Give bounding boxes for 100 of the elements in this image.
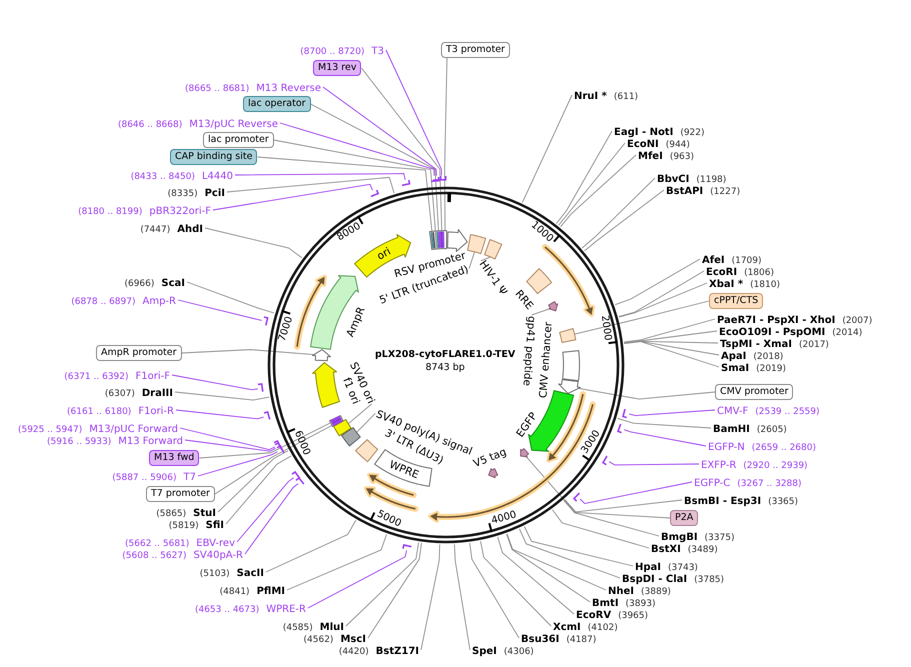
leader-line — [286, 534, 388, 590]
feature-label: V5 tag — [472, 446, 508, 470]
leader-line — [244, 483, 299, 554]
leader-line — [522, 94, 572, 203]
leader-line — [234, 173, 406, 180]
directional-feature — [312, 362, 340, 408]
leader-line — [218, 450, 289, 512]
feature-tag: lac promoter — [203, 132, 274, 148]
leader-line — [480, 256, 491, 262]
directional-feature — [558, 378, 581, 394]
leader-line — [308, 550, 408, 608]
restriction-site-label: XbaI * (1810) — [707, 276, 782, 290]
feature-tag: CAP binding site — [170, 149, 258, 165]
scale-label: 4000 — [490, 510, 518, 527]
restriction-site-label: EcoRI (1806) — [704, 264, 776, 278]
feature-tag: cPPT/CTS — [709, 293, 764, 309]
primer-mark — [436, 175, 446, 182]
feature-tag: T7 promoter — [146, 486, 215, 502]
restriction-site-label: (4585) MluI — [280, 618, 346, 634]
leader-line — [519, 528, 620, 578]
leader-line — [624, 340, 718, 344]
restriction-site-label: BamHI (2605) — [711, 420, 789, 436]
feature-box — [562, 350, 580, 382]
restriction-site-label: EcoRV (3965) — [574, 606, 650, 622]
primer-label: EGFP-N (2659 .. 2680) — [706, 438, 818, 454]
primer-label: (5608 .. 5627) SV40pA-R — [120, 546, 245, 562]
leader-line — [506, 534, 590, 602]
restriction-site-label: Bsu36I (4187) — [519, 630, 598, 646]
leader-line — [564, 499, 682, 512]
primer-label: EXFP-R (2920 .. 2939) — [699, 456, 810, 472]
leader-line — [624, 429, 706, 446]
leader-line — [526, 456, 670, 518]
leader-line — [624, 330, 718, 344]
leader-line — [582, 178, 656, 248]
restriction-site-label: NruI * (611) — [572, 88, 640, 102]
leader-line — [266, 520, 356, 572]
leader-line — [624, 318, 716, 342]
leader-line — [204, 228, 302, 258]
feature-box — [484, 239, 503, 260]
feature-box — [467, 234, 487, 254]
leader-line — [178, 300, 262, 321]
leader-line — [614, 258, 700, 306]
primer-mark — [572, 492, 580, 502]
feature-box — [340, 427, 361, 447]
feature-tag: lac operator — [243, 96, 311, 112]
leader-line — [618, 282, 708, 318]
primer-label: (5916 .. 5933) M13 Forward — [44, 432, 185, 448]
primer-label: (6161 .. 6180) F1ori-R — [65, 402, 176, 418]
primer-mark — [602, 454, 608, 466]
leader-line — [356, 412, 376, 433]
leader-line — [310, 104, 439, 232]
primer-mark — [430, 176, 440, 182]
feature-tag: AmpR promoter — [96, 345, 182, 361]
primer-mark — [291, 470, 301, 479]
leader-line — [468, 252, 475, 270]
leader-line — [552, 509, 650, 548]
feature-box — [354, 439, 378, 463]
leader-line — [172, 374, 258, 390]
primer-mark — [276, 445, 284, 454]
leader-line — [273, 140, 436, 232]
leader-line — [226, 176, 395, 194]
leader-line — [198, 451, 278, 476]
primer-mark — [402, 544, 412, 550]
leader-line — [444, 58, 448, 231]
primer-label: (6878 .. 6897) Amp-R — [69, 292, 178, 308]
feature-label: gp41 peptide — [520, 316, 538, 386]
primer-label: (6371 .. 6392) F1ori-F — [62, 368, 172, 382]
primer-mark — [617, 423, 623, 434]
directional-feature — [488, 468, 498, 478]
primer-mark — [257, 383, 264, 394]
primer-mark — [432, 175, 442, 182]
restriction-site-label: (5103) SacII — [198, 564, 266, 580]
feature-box — [558, 328, 576, 344]
leader-line — [346, 542, 420, 626]
feature-stripes — [328, 414, 344, 427]
scale-label: 7000 — [276, 315, 296, 343]
leader-line — [236, 477, 294, 542]
leader-line — [348, 403, 372, 424]
feature-label: CMV enhancer — [537, 322, 555, 398]
restriction-site-label: BstAPI (1227) — [664, 182, 742, 198]
leader-line — [361, 68, 442, 232]
restriction-site-label: (6966) ScaI — [122, 274, 187, 290]
leader-line — [616, 418, 712, 428]
leader-line — [608, 461, 700, 466]
leader-line — [198, 422, 331, 458]
leader-line — [524, 526, 634, 566]
plasmid-map — [266, 185, 626, 545]
plasmid-size: 8743 bp — [426, 362, 465, 374]
feature-tag: M13 fwd — [149, 450, 200, 466]
primer-label: (8665 .. 8681) M13 Reverse — [182, 80, 323, 94]
leader-line — [497, 536, 574, 614]
primer-label: (8180 .. 8199) pBR322ori-F — [76, 202, 213, 218]
feature-tag: M13 rev — [313, 60, 362, 76]
restriction-site-label: (5819) SfiI — [166, 516, 226, 532]
restriction-site-label: (8335) PciI — [166, 184, 227, 200]
primer-label: CMV-F (2539 .. 2559) — [715, 402, 822, 418]
leader-line — [480, 540, 552, 626]
plasmid-name: pLX208-cytoFLARE1.0-TEV — [375, 349, 516, 361]
leader-line — [322, 86, 437, 176]
leader-line — [454, 544, 470, 650]
